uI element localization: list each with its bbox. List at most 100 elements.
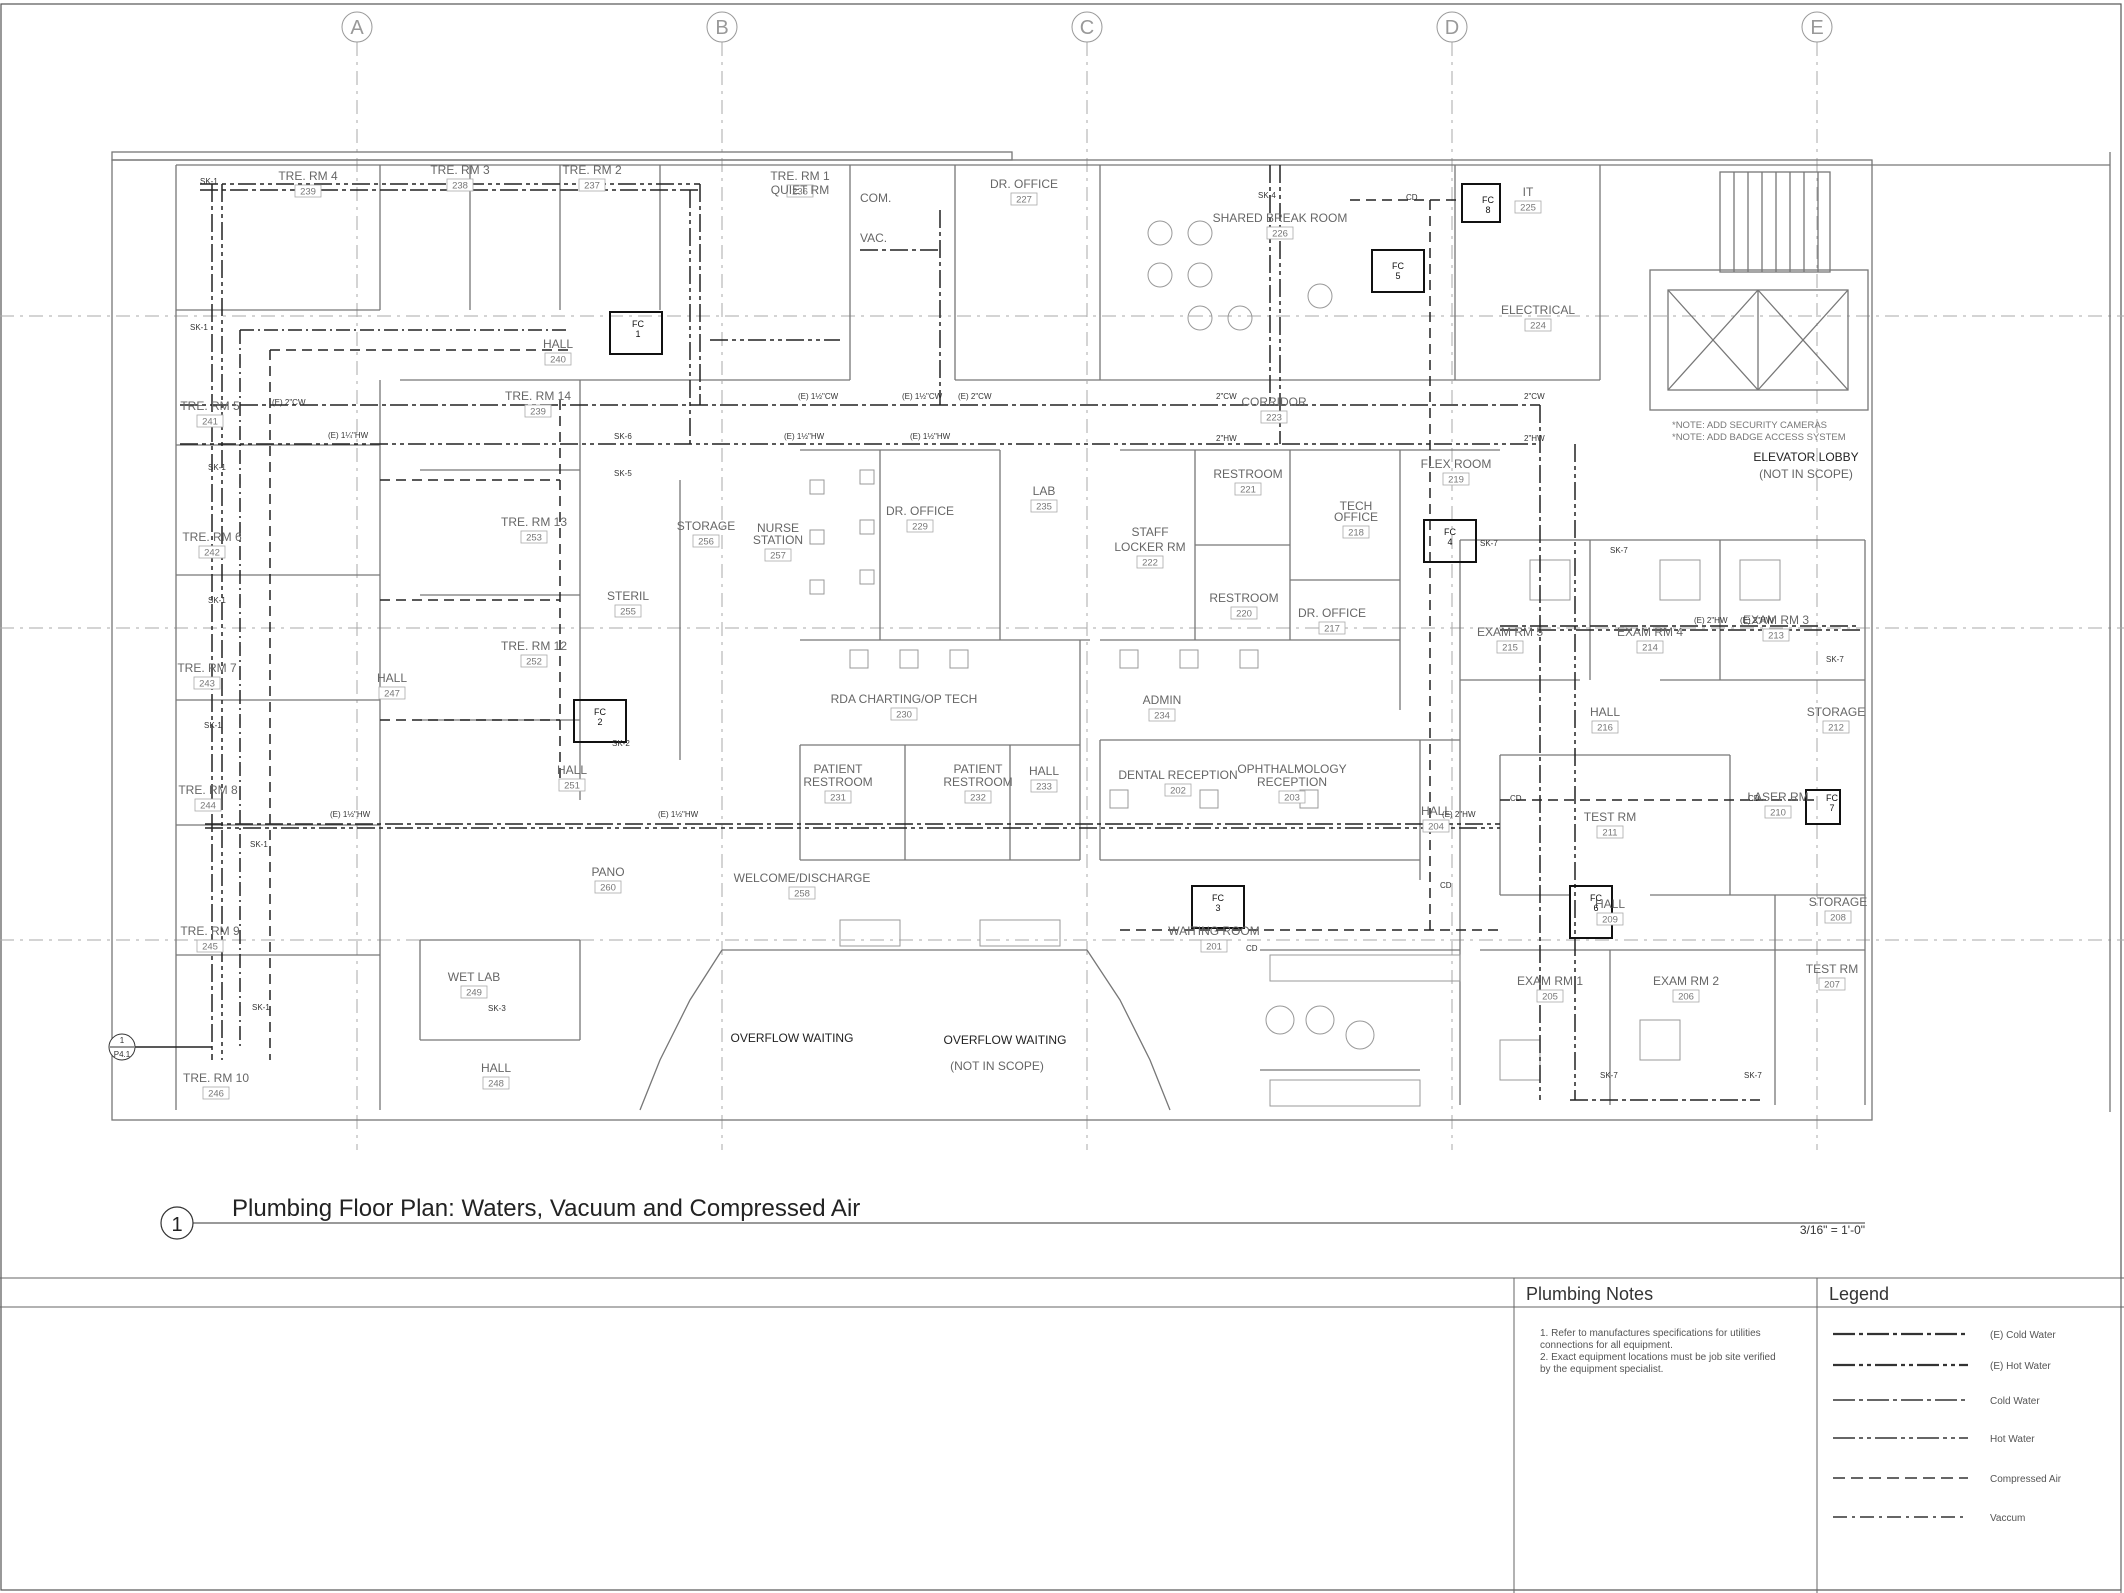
fan-coil-label: FC — [1444, 527, 1456, 537]
room-number: 215 — [1502, 643, 1518, 654]
room-number-box — [764, 548, 792, 562]
room-number-box — [594, 880, 622, 894]
room-number: 211 — [1602, 828, 1617, 839]
overflow-waiting-label: OVERFLOW WAITING — [731, 1031, 854, 1045]
pipe-label: SK-1 — [252, 1003, 270, 1012]
room-name: PATIENT — [814, 762, 864, 776]
room-number: 202 — [1170, 786, 1186, 797]
room-number-box — [460, 985, 488, 999]
room-name: DENTAL RECEPTION — [1118, 768, 1237, 782]
pipe-label: 2"CW — [1524, 392, 1545, 401]
svg-text:P4.1: P4.1 — [114, 1050, 131, 1059]
legend-item: (E) Cold Water — [1990, 1330, 2056, 1341]
grid-bubble-d: D — [1436, 11, 1468, 43]
room-number-box — [1591, 720, 1619, 734]
room-number-box — [1342, 525, 1370, 539]
room-number-box — [1596, 912, 1624, 926]
room-number: 251 — [564, 781, 580, 792]
grid-bubble-c: C — [1071, 11, 1103, 43]
room-number: 246 — [208, 1089, 224, 1100]
feature-labels: OVERFLOW WAITING OVERFLOW WAITING (NOT I… — [731, 191, 1859, 1073]
room-name: TEST RM — [1584, 810, 1636, 824]
room-number: 239 — [530, 407, 546, 418]
room-number-box — [1200, 939, 1228, 953]
room-name: HALL — [557, 763, 587, 777]
room-name: RESTROOM — [943, 775, 1012, 789]
room-number: 257 — [770, 551, 786, 562]
room-number: 229 — [912, 522, 928, 533]
room-number: 227 — [1016, 195, 1032, 206]
fan-coil-tag: FC7 — [1826, 793, 1838, 813]
vac-room-label: VAC. — [860, 231, 887, 245]
pipe-label: SK-7 — [1480, 539, 1498, 548]
room-number: 244 — [200, 801, 216, 812]
room-number-box — [544, 352, 572, 366]
column-grid — [0, 42, 2124, 1150]
room-name: HALL — [543, 337, 573, 351]
room-number: 243 — [199, 679, 215, 690]
room-number: 217 — [1324, 624, 1340, 635]
plumbing-notes-heading: Plumbing Notes — [1526, 1284, 1653, 1304]
room-label: NURSE — [757, 521, 799, 535]
room-name: TRE. RM 6 — [182, 530, 242, 544]
fan-coil-number: 2 — [597, 717, 602, 727]
room-number-box — [1524, 318, 1552, 332]
pipe-label: SK-1 — [208, 463, 226, 472]
room-name: STORAGE — [1809, 895, 1867, 909]
room-name: RESTROOM — [1209, 591, 1278, 605]
room-number-box — [890, 707, 918, 721]
room-number-box — [1422, 819, 1450, 833]
room-name: STORAGE — [1807, 705, 1865, 719]
pipe-label: CD — [1510, 794, 1522, 803]
elevator-lobby-label: ELEVATOR LOBBY — [1753, 450, 1858, 464]
room-name: IT — [1523, 185, 1534, 199]
room-number-box — [1596, 825, 1624, 839]
legend-panel: Legend (E) Cold Water (E) Hot Water Cold… — [1829, 1284, 2062, 1524]
pipe-label: (E) 2"CW — [958, 392, 992, 401]
room-number-box — [1010, 192, 1038, 206]
room-number-box — [198, 545, 226, 559]
room-number-box — [378, 686, 406, 700]
room-number: 207 — [1824, 980, 1840, 991]
room-number-box — [524, 404, 552, 418]
svg-text:E: E — [1810, 17, 1823, 39]
room-number-box — [1136, 555, 1164, 569]
pipe-label: SK-7 — [1744, 1071, 1762, 1080]
room-number-box — [964, 790, 992, 804]
not-in-scope-label: (NOT IN SCOPE) — [1759, 467, 1853, 481]
legend-item: Cold Water — [1990, 1396, 2040, 1407]
fan-coil-tag: FC2 — [594, 707, 606, 727]
room-label: PATIENT — [954, 762, 1004, 776]
room-name: NURSE — [757, 521, 799, 535]
pipe-label: (E) 1½"HW — [784, 432, 825, 441]
room-name: QUIET RM — [771, 183, 829, 197]
room-name: WET LAB — [448, 970, 500, 984]
fan-coil-label: FC — [1590, 893, 1602, 903]
room-number-box — [558, 778, 586, 792]
room-name: RECEPTION — [1257, 775, 1327, 789]
note-security: *NOTE: ADD SECURITY CAMERAS — [1672, 420, 1827, 431]
room-number: 220 — [1236, 609, 1252, 620]
room-name: HALL — [377, 671, 407, 685]
room-number: 247 — [384, 689, 400, 700]
grid-bubble-e: E — [1801, 11, 1833, 43]
room-number-box — [614, 604, 642, 618]
detail-reference-marker: 1 P4.1 — [108, 1033, 136, 1061]
room-number-box — [1230, 606, 1258, 620]
fan-coil-number: 7 — [1829, 803, 1834, 813]
room-number-box — [1496, 640, 1524, 654]
fan-coil-units — [573, 183, 1841, 939]
pipe-label: (E) 1½"CW — [798, 392, 839, 401]
